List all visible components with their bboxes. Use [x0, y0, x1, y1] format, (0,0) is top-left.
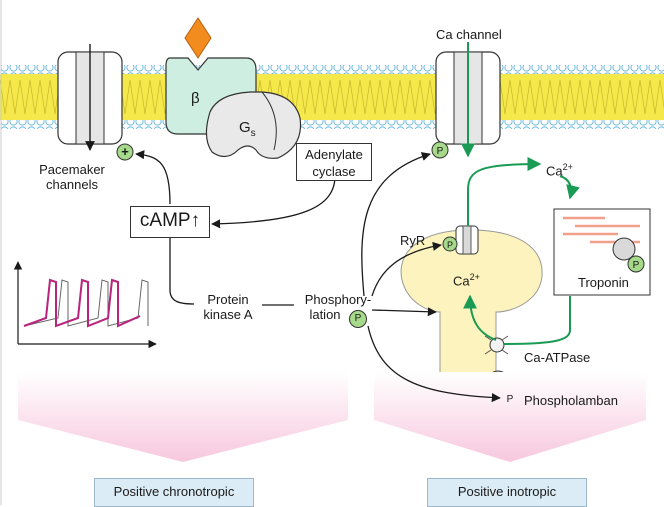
signaling-arrows	[135, 150, 501, 403]
inotropic-outcome: Positive inotropic	[427, 478, 587, 507]
pka-line2: kinase A	[203, 307, 253, 322]
gs-label: Gs	[239, 120, 256, 141]
camp-label: cAMP	[139, 210, 191, 231]
troponin-label: Troponin	[578, 275, 629, 290]
pacemaker-label: Pacemaker channels	[32, 162, 112, 192]
ca-sr-label: Ca2+	[453, 270, 480, 288]
ca-atpase-label: Ca-ATPase	[524, 350, 591, 365]
inotropic-glow	[374, 372, 646, 462]
calcium-flow-arrows	[461, 42, 580, 345]
camp-increase-arrow: ↑	[190, 210, 201, 231]
gs-label-sub: s	[250, 128, 256, 139]
phos-line2: lation	[309, 307, 341, 322]
plus-badge-label: +	[121, 144, 129, 159]
beta-label: β	[191, 90, 200, 107]
action-potential-graph	[13, 261, 157, 349]
ca-sr-base: Ca	[453, 273, 470, 289]
adenylate-line1: Adenylate	[305, 147, 363, 162]
pacemaker-line2: channels	[45, 177, 99, 192]
ca-cytosol-charge: 2+	[562, 162, 573, 172]
agonist-ligand	[184, 17, 212, 59]
phosphorylation-p-badge: P	[349, 310, 367, 328]
phosphorylation-label: Phosphory- lation	[294, 292, 382, 322]
phospholamban-p-label: P	[506, 394, 514, 405]
ryanodine-receptor	[442, 225, 479, 255]
ca-channel	[431, 51, 501, 159]
troponin-box	[553, 208, 651, 296]
adenylate-cyclase-box: Adenylate cyclase	[296, 143, 372, 181]
chronotropic-outcome: Positive chronotropic	[94, 478, 254, 507]
pacemaker-line1: Pacemaker	[39, 162, 105, 177]
pacemaker-channel	[57, 44, 134, 161]
phospholamban-label: Phospholamban	[524, 393, 618, 408]
camp-box: cAMP↑	[130, 206, 210, 238]
ryr-p-label: P	[446, 240, 453, 250]
phos-line1: Phosphory-	[304, 292, 372, 307]
troponin-p-label: P	[632, 260, 640, 271]
pka-line1: Protein	[207, 292, 249, 307]
chronotropic-glow	[18, 372, 348, 462]
ca-channel-label: Ca channel	[436, 27, 502, 42]
ca-channel-p-label: P	[436, 146, 444, 157]
ca-cytosol-label: Ca2+	[546, 160, 573, 178]
ca-cytosol-base: Ca	[546, 163, 563, 179]
protein-kinase-label: Protein kinase A	[192, 292, 264, 322]
ca-atpase-pump	[484, 335, 509, 355]
gs-label-main: G	[239, 119, 251, 136]
adenylate-line2: cyclase	[312, 164, 356, 179]
ryr-label: RyR	[400, 233, 426, 248]
gs-protein	[205, 91, 302, 159]
ca-sr-charge: 2+	[469, 272, 480, 282]
